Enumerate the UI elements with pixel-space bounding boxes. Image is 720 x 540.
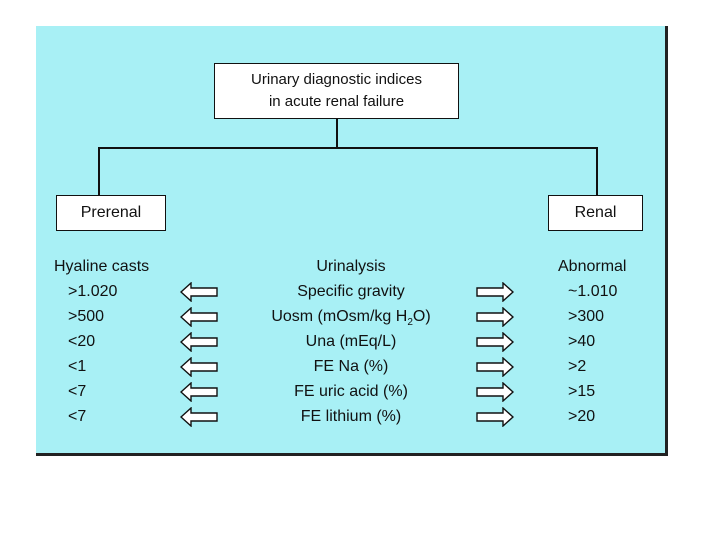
- outline-right-arrow-icon: [476, 307, 514, 327]
- parameter-name: FE Na (%): [313, 358, 389, 375]
- prerenal-value: <20: [68, 333, 96, 350]
- prerenal-value: <7: [68, 383, 87, 400]
- prerenal-box: Prerenal: [56, 195, 166, 231]
- diagram-panel: Urinary diagnostic indices in acute rena…: [36, 26, 668, 456]
- renal-value: >300: [568, 308, 605, 325]
- outline-left-arrow-icon: [180, 307, 218, 327]
- outline-left-arrow-icon: [180, 332, 218, 352]
- parameter-name: Uosm (mOsm/kg H2O): [236, 305, 466, 335]
- title-line-2: in acute renal failure: [268, 93, 405, 110]
- title-line-1: Urinary diagnostic indices: [251, 71, 422, 88]
- renal-box: Renal: [548, 195, 643, 231]
- parameter-name: FE lithium (%): [300, 408, 402, 425]
- connector-vertical-top: [336, 119, 338, 148]
- renal-value: >20: [568, 408, 596, 425]
- renal-value: >15: [568, 383, 596, 400]
- title-box: Urinary diagnostic indices in acute rena…: [214, 63, 459, 119]
- parameter-name: Specific gravity: [297, 283, 405, 300]
- outline-right-arrow-icon: [476, 282, 514, 302]
- abnormal-label: Abnormal: [558, 258, 627, 275]
- subscript-2: 2: [407, 317, 413, 329]
- uosm-text-end: O): [412, 308, 431, 325]
- prerenal-label: Prerenal: [80, 204, 142, 221]
- renal-value: ~1.010: [568, 283, 618, 300]
- hyaline-casts-label: Hyaline casts: [54, 258, 150, 275]
- connector-horizontal: [98, 147, 598, 149]
- parameter-name: FE uric acid (%): [294, 383, 408, 400]
- connector-right-drop: [596, 147, 598, 195]
- connector-left-drop: [98, 147, 100, 195]
- outline-left-arrow-icon: [180, 357, 218, 377]
- outline-right-arrow-icon: [476, 357, 514, 377]
- outline-right-arrow-icon: [476, 332, 514, 352]
- renal-label: Renal: [574, 204, 617, 221]
- outline-left-arrow-icon: [180, 282, 218, 302]
- uosm-text: Uosm (mOsm/kg H: [271, 308, 408, 325]
- prerenal-value: <1: [68, 358, 87, 375]
- prerenal-value: >1.020: [68, 283, 118, 300]
- prerenal-value: >500: [68, 308, 105, 325]
- renal-value: >2: [568, 358, 587, 375]
- outline-left-arrow-icon: [180, 382, 218, 402]
- renal-value: >40: [568, 333, 596, 350]
- outline-right-arrow-icon: [476, 407, 514, 427]
- prerenal-value: <7: [68, 408, 87, 425]
- outline-left-arrow-icon: [180, 407, 218, 427]
- parameter-name: Una (mEq/L): [305, 333, 397, 350]
- urinalysis-label: Urinalysis: [316, 258, 386, 275]
- outline-right-arrow-icon: [476, 382, 514, 402]
